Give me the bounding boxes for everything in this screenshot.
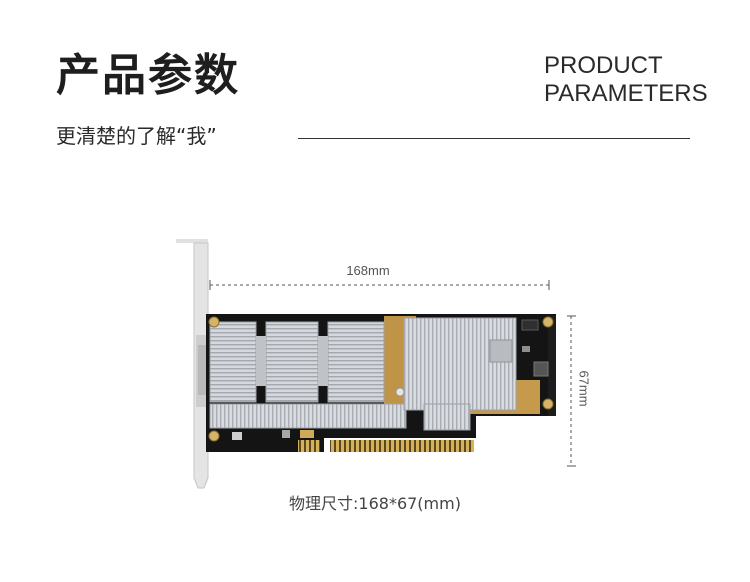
header-divider [298,138,690,139]
page-title-en-line1: PRODUCT [544,52,663,79]
page-title-en: PRODUCT PARAMETERS [544,52,708,108]
board-components [208,316,554,442]
pcie-bracket [176,239,210,489]
page-subtitle: 更清楚的了解“我” [56,124,217,148]
page-title-en-line2: PARAMETERS [544,80,708,107]
page-title-cn: 产品参数 [56,50,240,101]
heatsinks [209,317,517,431]
height-dimension-line [567,315,576,467]
gold-fingers [298,440,474,452]
dimension-caption: 物理尺寸:168*67(mm) [289,494,461,513]
width-dimension-label: 168mm [346,263,390,278]
height-dimension-label: 67mm [576,370,592,407]
width-dimension-line [209,280,550,290]
